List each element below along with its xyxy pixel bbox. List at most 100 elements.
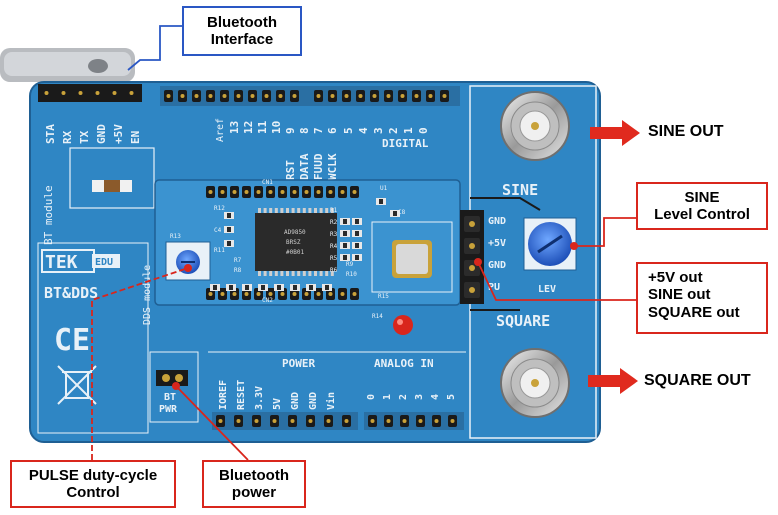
callout-sine-level-control: SINE Level Control — [636, 182, 768, 230]
analog-pin-contact — [434, 419, 439, 423]
analog-pin-label: 0 — [366, 394, 377, 400]
analog-pin-contact — [450, 419, 455, 423]
silk-label: CN2 — [262, 297, 273, 304]
dds-signal-label: WCLK — [326, 153, 339, 180]
dds-pin-contact — [292, 190, 297, 194]
dds-pin-contact — [340, 190, 345, 194]
dds-pin-contact — [244, 292, 249, 296]
dds-pin-contact — [220, 190, 225, 194]
header-leader-dot — [474, 258, 482, 266]
digital-pin-contact — [250, 94, 255, 98]
sine-trace — [470, 197, 541, 211]
digital-pin-contact — [264, 94, 269, 98]
chip-leg — [263, 271, 267, 276]
callout-pulse-duty-cycle: PULSE duty-cycle Control — [10, 460, 176, 508]
silk-label: R10 — [346, 271, 357, 278]
trimmer-leader-dot — [184, 264, 192, 272]
smd-part-body — [325, 285, 329, 290]
dds-pin-contact — [280, 292, 285, 296]
dds-pin-contact — [268, 190, 273, 194]
callout-bluetooth-interface: Bluetooth Interface — [182, 6, 302, 56]
chip-leg — [269, 208, 273, 213]
silk-label: R6 — [330, 267, 338, 274]
dds-pin-contact — [232, 292, 237, 296]
smd-part-body — [343, 243, 347, 248]
output-pin-label: +5V — [488, 238, 506, 249]
silk-label: R13 — [170, 233, 181, 240]
callout-line: Interface — [210, 31, 274, 49]
callout-line: Control — [66, 484, 120, 502]
power-pin-label: Vin — [325, 392, 337, 410]
led — [393, 315, 413, 335]
digital-pin-contact — [400, 94, 405, 98]
smd-part-body — [355, 231, 359, 236]
sine-level-pot: LEV — [523, 217, 577, 295]
chip-leg — [258, 271, 261, 276]
bt-pwr-label-1: BT — [164, 392, 176, 403]
weee-bin-icon — [57, 365, 97, 405]
chip-leg — [302, 208, 306, 213]
smd-part-body — [293, 285, 297, 290]
dds-pin-contact — [340, 292, 345, 296]
analog-pin-label: 3 — [414, 394, 425, 400]
digital-pin-label: 1 — [402, 127, 415, 134]
dds-pin-contact — [208, 292, 213, 296]
jumper-leader-dot — [172, 382, 180, 390]
digital-pin-contact — [414, 94, 419, 98]
smd-part-body — [343, 255, 347, 260]
bt-header-label: EN — [129, 131, 142, 144]
digital-pin-label: 8 — [298, 127, 311, 134]
silk-label: R1 — [330, 207, 338, 214]
smd-part-body — [355, 219, 359, 224]
chip-leg — [286, 271, 289, 276]
sine-panel-label: SINE — [502, 181, 538, 199]
smd-part-body — [245, 285, 249, 290]
digital-pin-label: 3 — [372, 127, 385, 134]
analog-pin-contact — [402, 419, 407, 423]
chip-leg — [269, 271, 273, 276]
silk-label: C4 — [214, 227, 222, 234]
power-pin-label: GND — [308, 392, 319, 410]
dds-pin-contact — [256, 190, 261, 194]
analog-pin-label: 4 — [430, 394, 441, 400]
smd-part-body — [261, 285, 265, 290]
digital-pin-label: 2 — [387, 127, 400, 134]
dds-pin-contact — [268, 292, 273, 296]
callout-line: power — [231, 484, 277, 502]
chip-leg — [314, 271, 317, 276]
digital-pin-contact — [180, 94, 185, 98]
silk-label: R9 — [346, 261, 354, 268]
callout-line: PULSE duty-cycle — [28, 467, 158, 484]
power-pin-contact — [254, 419, 259, 423]
chip-leg — [297, 208, 301, 213]
digital-pin-contact — [208, 94, 213, 98]
edu-logo: EDU — [95, 257, 113, 268]
bt-header-label: +5V — [112, 124, 125, 144]
digital-pin-contact — [386, 94, 391, 98]
bt-pin-contact — [61, 91, 66, 95]
chip-leg — [286, 208, 289, 213]
digital-pin-contact — [344, 94, 349, 98]
callout-line: +5V out — [648, 269, 703, 286]
btdds-label: BT&DDS — [44, 284, 98, 302]
digital-pin-contact — [236, 94, 241, 98]
analog-pin-label: 5 — [446, 394, 457, 400]
dds-signal-label: DATA — [298, 153, 311, 180]
chip-leg — [325, 208, 329, 213]
silk-label: R14 — [372, 313, 383, 320]
chip-leg — [297, 271, 301, 276]
chip-leg — [263, 208, 267, 213]
square-out-label: SQUARE OUT — [644, 372, 751, 389]
bt-pwr-jumper: BT PWR — [149, 351, 199, 423]
square-panel-label: SQUARE — [496, 312, 550, 330]
bt-module-box: BT module — [42, 147, 155, 245]
digital-pin-label: 4 — [357, 127, 370, 134]
leader-lines — [91, 25, 636, 461]
digital-pin-contact — [358, 94, 363, 98]
output-pin-label: PU — [488, 282, 500, 293]
chip-leg — [291, 208, 295, 213]
analog-pin-label: 1 — [382, 394, 393, 400]
